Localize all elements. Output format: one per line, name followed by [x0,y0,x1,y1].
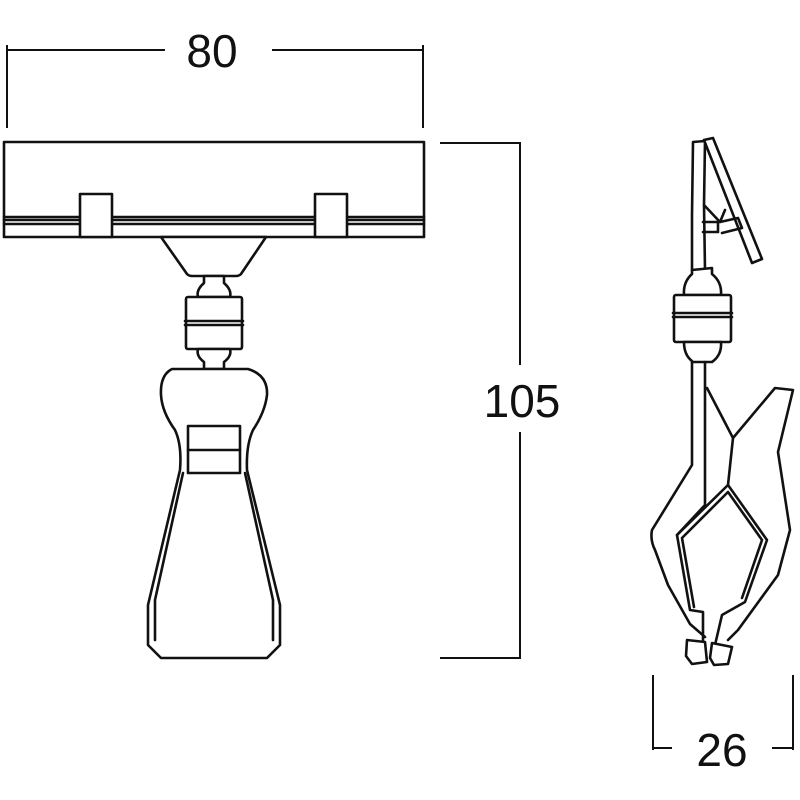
depth-label: 26 [696,724,747,776]
height-label: 105 [484,375,561,427]
tab-left [78,192,114,239]
side-swivel [672,293,733,344]
width-dimension: 80 [6,25,424,128]
side-view [650,136,795,667]
front-view [2,140,426,660]
foot-right [708,641,734,667]
connector [159,235,268,278]
upper-jaw-movable [702,136,764,265]
clip-body [146,367,282,660]
width-label: 80 [186,25,237,77]
height-dimension: 105 [440,142,561,659]
foot-left [684,638,709,666]
depth-dimension: 26 [652,675,794,776]
swivel-joint [184,295,244,351]
tab-right [313,192,349,239]
